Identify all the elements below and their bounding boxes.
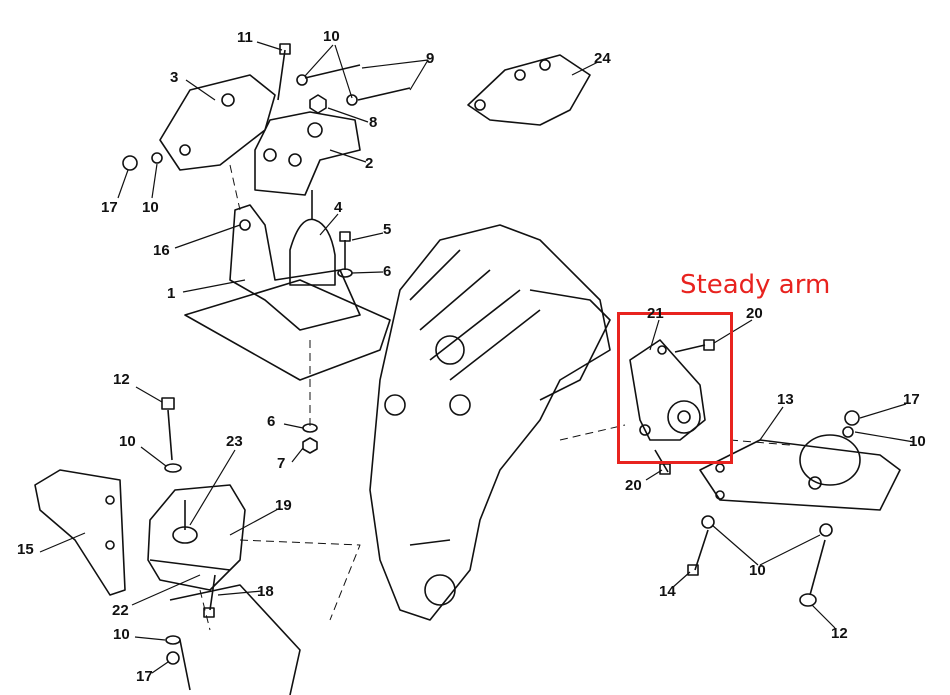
callout-label: 12 — [831, 625, 848, 642]
callout-label: 18 — [257, 583, 274, 600]
bolt-11 — [277, 43, 291, 101]
bolt-20-upper — [674, 339, 715, 353]
bolt-5 — [339, 231, 351, 270]
callout-label: 1 — [167, 285, 176, 302]
callout-label: 8 — [369, 114, 378, 131]
washer-6-top — [337, 268, 353, 278]
nut-10-17-lower — [165, 635, 181, 665]
bracket-24 — [467, 54, 591, 126]
callout-label: 22 — [112, 602, 129, 619]
nut-17-top — [122, 152, 163, 171]
engine-block — [369, 224, 611, 621]
callout-label: 10 — [119, 433, 136, 450]
callout-label: 23 — [226, 433, 243, 450]
leader-lines — [39, 41, 915, 674]
bolt-12-right — [799, 523, 833, 607]
callout-label: 6 — [383, 263, 392, 280]
nut-8 — [309, 94, 327, 114]
bolt-12-left — [161, 397, 182, 473]
callout-label: 2 — [365, 155, 374, 172]
dashed-guides — [199, 164, 791, 631]
callout-label: 20 — [625, 477, 642, 494]
callout-label: 16 — [153, 242, 170, 259]
callout-label: 15 — [17, 541, 34, 558]
callout-label: 14 — [659, 583, 676, 600]
steady-arm-highlight-box — [617, 312, 733, 464]
callout-label: 10 — [113, 626, 130, 643]
callout-label: 17 — [136, 668, 153, 685]
callout-label: 6 — [267, 413, 276, 430]
callout-label: 4 — [334, 199, 343, 216]
bolt-18 — [203, 574, 216, 618]
mount-19-22-23 — [147, 484, 246, 591]
lower-bracket — [169, 584, 301, 695]
callout-label: 12 — [113, 371, 130, 388]
bolt-14 — [687, 515, 715, 576]
mount-4-and-bracket-1 — [184, 190, 391, 381]
callout-label: 10 — [142, 199, 159, 216]
callout-label: 3 — [170, 69, 179, 86]
nut-17-right — [842, 410, 860, 438]
callout-label: 21 — [647, 305, 664, 322]
callout-label: 19 — [275, 497, 292, 514]
steady-arm-annotation: Steady arm — [680, 270, 831, 300]
callout-label: 9 — [426, 50, 435, 67]
callout-label: 20 — [746, 305, 763, 322]
callout-label: 17 — [101, 199, 118, 216]
callout-label: 10 — [323, 28, 340, 45]
bolts-9 — [296, 64, 411, 106]
callout-label: 10 — [749, 562, 766, 579]
callout-label: 7 — [277, 455, 286, 472]
steady-arm-part — [629, 339, 706, 441]
callout-label: 13 — [777, 391, 794, 408]
mount-bracket-2 — [254, 111, 361, 196]
callout-label: 10 — [909, 433, 926, 450]
callout-label: 11 — [237, 29, 253, 46]
callout-label: 17 — [903, 391, 920, 408]
bracket-15 — [34, 469, 126, 596]
mount-bracket-3 — [159, 74, 276, 171]
callout-label: 5 — [383, 221, 392, 238]
nut-6-7-mid — [302, 423, 318, 454]
callout-label: 24 — [594, 50, 611, 67]
